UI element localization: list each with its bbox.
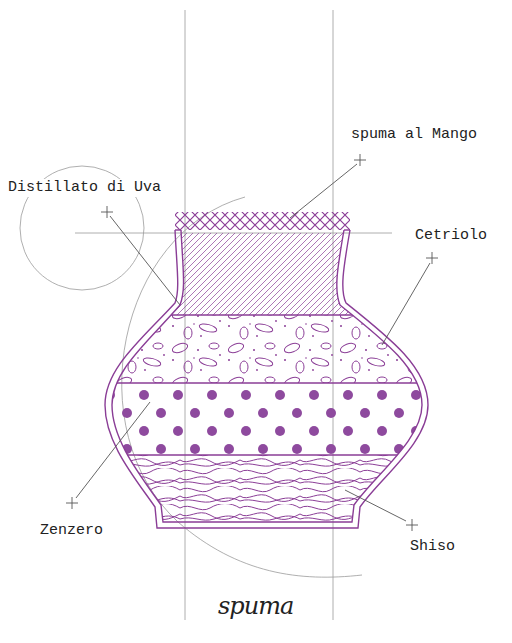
brand-signature: spuma: [216, 592, 295, 620]
layer-label: Shiso: [408, 538, 457, 556]
layer-label: Cetriolo: [413, 227, 489, 245]
layer-label: Distillato di Uva: [6, 179, 163, 197]
layer-label: spuma al Mango: [349, 126, 479, 144]
layer-label: Zenzero: [38, 522, 105, 540]
